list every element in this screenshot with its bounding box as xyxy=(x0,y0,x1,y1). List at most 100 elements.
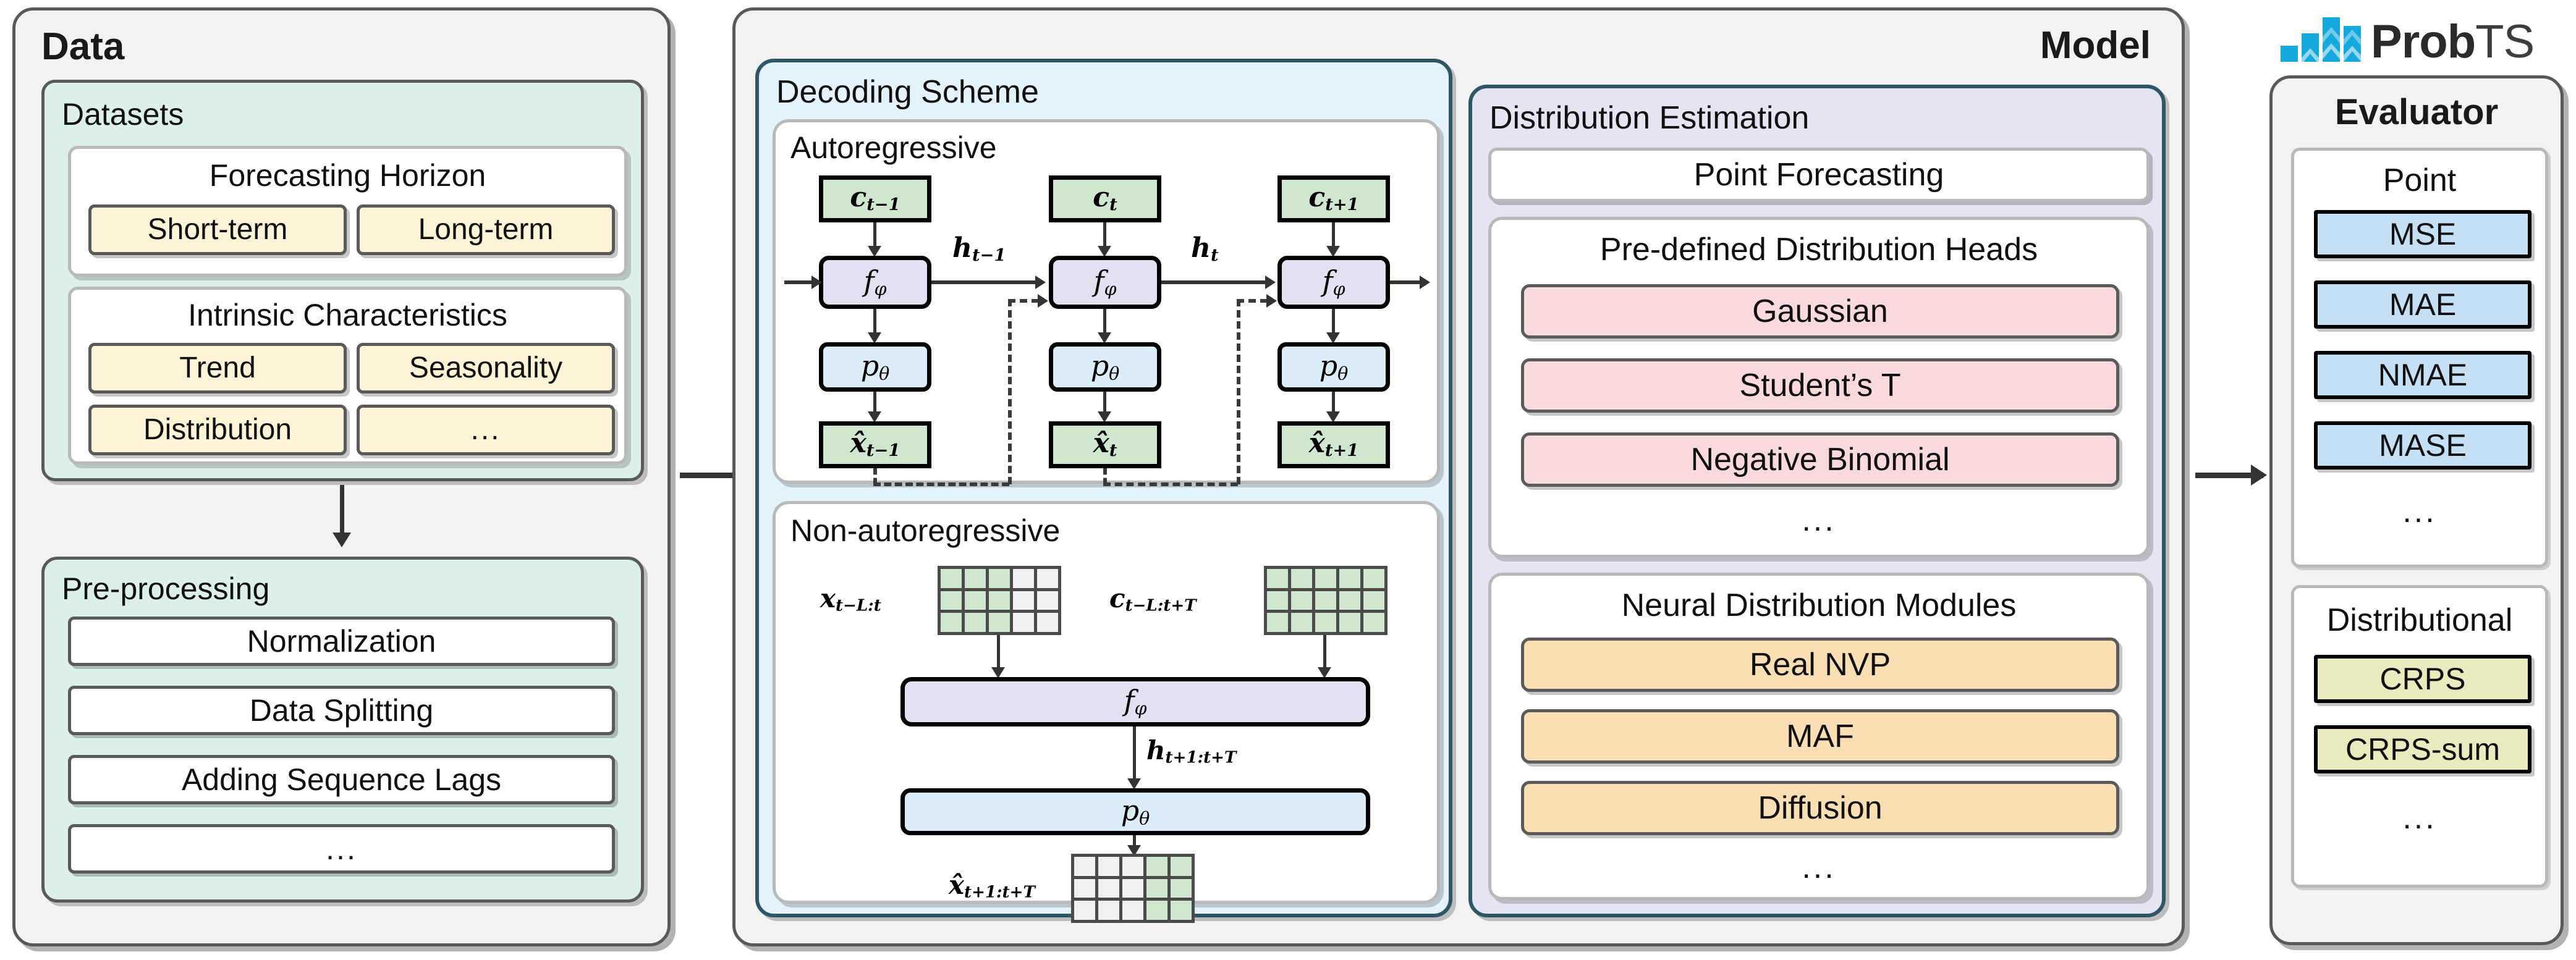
nar-arrow-x-to-f-line xyxy=(997,635,1000,671)
chip-mase[interactable]: MASE xyxy=(2314,421,2532,469)
nar-context-grid xyxy=(1264,566,1388,635)
chip-short-term[interactable]: Short-term xyxy=(88,204,347,255)
nar-output-label: x̂t+1:t+T xyxy=(949,870,1035,902)
arrow-datasets-to-preprocessing-head xyxy=(333,533,351,547)
ar-context-sub-2: t+1 xyxy=(1325,195,1359,215)
chip-mae[interactable]: MAE xyxy=(2314,280,2532,329)
chip-students-t[interactable]: Student’s T xyxy=(1521,358,2119,413)
nar-encoder-box: fφ xyxy=(900,677,1370,726)
ar-chain-1-2-line xyxy=(1161,280,1268,284)
evaluator-panel-title: Evaluator xyxy=(2334,92,2499,132)
chip-point-forecasting[interactable]: Point Forecasting xyxy=(1488,148,2150,202)
ar-output-sub-1: t xyxy=(1109,440,1117,461)
nar-input-label: xt−L:t xyxy=(820,583,881,615)
neural-modules-title: Neural Distribution Modules xyxy=(1621,587,2017,623)
ar-encoder-box-1: fφ xyxy=(1049,256,1161,309)
chip-maf[interactable]: MAF xyxy=(1521,709,2119,764)
arrow-model-to-evaluator-head xyxy=(2251,465,2267,486)
nar-arrow-x-to-f-head xyxy=(991,667,1005,678)
chip-intrinsic-more[interactable]: ... xyxy=(357,405,615,455)
logo-bar-0 xyxy=(2281,46,2298,62)
nar-input-grid xyxy=(938,566,1061,635)
ar-context-sub-1: t xyxy=(1109,195,1117,215)
ar-context-box-0: ct−1 xyxy=(819,175,931,222)
probts-logo: ProbTS xyxy=(2281,9,2535,65)
chip-distribution[interactable]: Distribution xyxy=(88,405,347,455)
ar-arrow-f0-p0-line xyxy=(873,309,876,336)
ar-feedback-1-head xyxy=(1266,294,1277,308)
ar-feedback-0-across xyxy=(873,482,1009,486)
distribution-estimation-title: Distribution Estimation xyxy=(1489,100,1810,136)
ar-decoder-box-1: pθ xyxy=(1049,342,1161,392)
chip-crps-sum[interactable]: CRPS-sum xyxy=(2314,725,2532,773)
logo-text-bold: Prob xyxy=(2371,15,2476,68)
ar-encoder-box-2: fφ xyxy=(1277,256,1390,309)
nar-arrow-c-to-f-line xyxy=(1323,635,1326,671)
chip-data-splitting[interactable]: Data Splitting xyxy=(68,686,615,735)
model-panel-title: Model xyxy=(2040,24,2151,67)
nar-arrow-f-to-p-line xyxy=(1133,726,1136,783)
chip-crps[interactable]: CRPS xyxy=(2314,655,2532,703)
ar-feedback-0-up xyxy=(1008,299,1012,484)
ar-arrow-c2-f2-line xyxy=(1332,222,1335,250)
ar-arrow-c0-f0-head xyxy=(868,246,881,257)
ar-feedback-0-down xyxy=(873,468,877,484)
ar-arrow-c1-f1-head xyxy=(1098,246,1111,257)
non-autoregressive-title: Non-autoregressive xyxy=(790,513,1061,548)
autoregressive-title: Autoregressive xyxy=(790,130,997,165)
chip-adding-sequence-lags[interactable]: Adding Sequence Lags xyxy=(68,755,615,804)
logo-bar-2 xyxy=(2323,17,2340,62)
chip-diffusion[interactable]: Diffusion xyxy=(1521,781,2119,835)
autoregressive-card: Autoregressive ct−1 ct ct+1 fφ xyxy=(773,119,1440,486)
ar-feedback-1-up xyxy=(1237,299,1240,484)
nar-output-grid xyxy=(1071,854,1195,923)
preprocessing-title: Pre-processing xyxy=(62,571,270,606)
logo-text: ProbTS xyxy=(2371,19,2535,65)
chip-normalization[interactable]: Normalization xyxy=(68,617,615,666)
predefined-heads-title: Pre-defined Distribution Heads xyxy=(1599,232,2038,267)
chip-gaussian[interactable]: Gaussian xyxy=(1521,284,2119,339)
non-autoregressive-card: Non-autoregressive xt−L:t ct−L:t+T xyxy=(773,501,1440,923)
ar-context-sub-0: t−1 xyxy=(866,195,900,215)
predefined-heads-card: Pre-defined Distribution Heads Gaussian … xyxy=(1488,217,2150,558)
evaluator-distributional-card: Distributional CRPS CRPS-sum ... xyxy=(2291,585,2548,888)
data-panel-title: Data xyxy=(41,25,125,68)
forecasting-horizon-card: Forecasting Horizon Short-term Long-term xyxy=(68,146,627,277)
chip-negative-binomial[interactable]: Negative Binomial xyxy=(1521,432,2119,487)
evaluator-point-title: Point xyxy=(2383,162,2457,198)
evaluator-distributional-more: ... xyxy=(2402,800,2437,836)
ar-arrow-f2-p2-head xyxy=(1326,332,1340,343)
ar-decoder-box-2: pθ xyxy=(1277,342,1390,392)
ar-hidden-label-1: ht xyxy=(1191,232,1219,265)
chip-long-term[interactable]: Long-term xyxy=(357,204,615,255)
neural-modules-card: Neural Distribution Modules Real NVP MAF… xyxy=(1488,573,2150,900)
forecasting-horizon-title: Forecasting Horizon xyxy=(209,158,486,193)
ar-chain-out-head xyxy=(1420,276,1430,289)
logo-text-light: TS xyxy=(2475,15,2535,68)
arrow-datasets-to-preprocessing-line xyxy=(340,485,344,534)
ar-context-box-1: ct xyxy=(1049,175,1161,222)
ar-output-box-0: x̂t−1 xyxy=(819,421,931,468)
nar-arrow-f-to-p-head xyxy=(1127,778,1141,789)
chip-mse[interactable]: MSE xyxy=(2314,210,2532,258)
chip-trend[interactable]: Trend xyxy=(88,343,347,394)
nar-arrow-p-to-out-head xyxy=(1127,845,1141,856)
ar-chain-in-head xyxy=(811,276,822,289)
ar-output-sub-2: t+1 xyxy=(1324,440,1359,461)
chip-seasonality[interactable]: Seasonality xyxy=(357,343,615,394)
ar-arrow-p2-x2-head xyxy=(1326,411,1340,423)
evaluator-point-card: Point MSE MAE NMAE MASE ... xyxy=(2291,148,2548,568)
ar-output-sub-0: t−1 xyxy=(866,440,900,461)
ar-arrow-p0-x0-line xyxy=(873,392,876,415)
ar-chain-in-line xyxy=(784,280,814,284)
arrow-data-to-model-line xyxy=(680,473,754,478)
ar-hidden-label-0: ht−1 xyxy=(952,232,1006,265)
ar-encoder-box-0: fφ xyxy=(819,256,931,309)
chip-nmae[interactable]: NMAE xyxy=(2314,351,2532,399)
intrinsic-characteristics-title: Intrinsic Characteristics xyxy=(188,298,507,332)
chip-preprocessing-more[interactable]: ... xyxy=(68,824,615,874)
ar-output-box-2: x̂t+1 xyxy=(1277,421,1390,468)
ar-feedback-1-across xyxy=(1103,482,1238,486)
evaluator-distributional-title: Distributional xyxy=(2326,602,2513,638)
chip-real-nvp[interactable]: Real NVP xyxy=(1521,638,2119,692)
